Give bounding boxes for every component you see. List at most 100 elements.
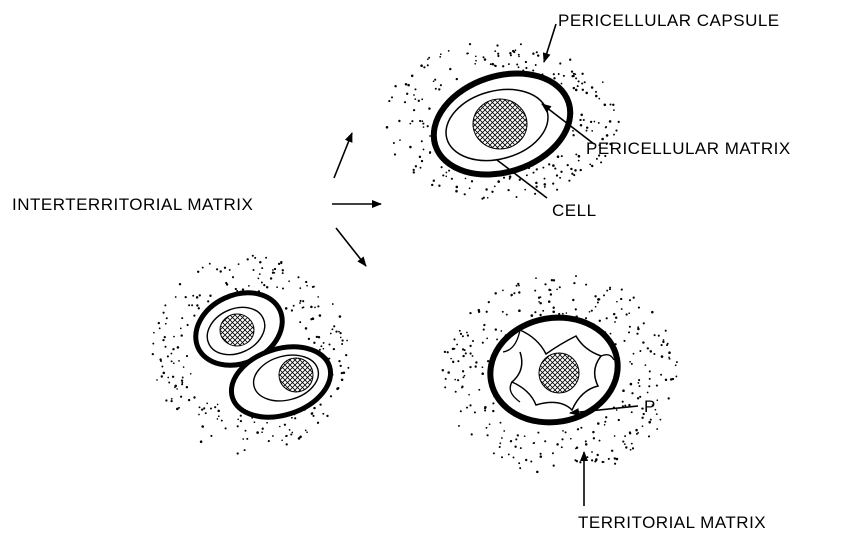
stipple-dot (200, 440, 203, 443)
stipple-dot (653, 353, 655, 355)
stipple-dot (518, 54, 520, 56)
stipple-dot (237, 452, 239, 454)
stipple-dot (484, 406, 487, 409)
stipple-dot (434, 79, 436, 81)
stipple-dot (305, 327, 308, 330)
stipple-dot (614, 321, 616, 323)
stipple-dot (574, 459, 576, 461)
stipple-dot (502, 65, 504, 67)
stipple-dot (515, 438, 517, 440)
stipple-dot (310, 306, 313, 309)
stipple-dot (171, 398, 173, 400)
stipple-dot (613, 313, 615, 315)
stipple-dot (341, 343, 343, 345)
stipple-dot (261, 282, 263, 284)
stipple-dot (168, 382, 170, 384)
stipple-dot (198, 414, 200, 416)
stipple-dot (639, 385, 641, 387)
label-pericellular-capsule: PERICELLULAR CAPSULE (558, 11, 780, 30)
stipple-dot (254, 257, 256, 259)
stipple-dot (173, 362, 175, 364)
stipple-dot (572, 134, 574, 136)
stipple-dot (185, 296, 187, 298)
stipple-dot (491, 191, 493, 193)
stipple-dot (535, 182, 538, 185)
stipple-dot (499, 442, 501, 444)
stipple-dot (445, 378, 447, 380)
stipple-dot (606, 134, 609, 137)
stipple-dot (209, 294, 211, 296)
stipple-dot (191, 304, 193, 306)
stipple-dot (512, 50, 514, 52)
stipple-dot (544, 178, 546, 180)
stipple-dot (559, 177, 561, 179)
stipple-dot (472, 355, 474, 357)
stipple-dot (268, 440, 270, 442)
stipple-dot (454, 379, 456, 381)
stipple-dot (196, 304, 198, 306)
stipple-dot (586, 456, 588, 458)
label-pericellular-matrix: PERICELLULAR MATRIX (586, 139, 791, 158)
stipple-dot (481, 198, 483, 200)
stipple-dot (398, 120, 400, 122)
stipple-dot (311, 412, 313, 414)
stipple-dot (589, 163, 591, 165)
stipple-dot (552, 164, 555, 167)
stipple-dot (308, 338, 310, 340)
stipple-dot (210, 407, 212, 409)
stipple-dot (633, 353, 635, 355)
stipple-dot (554, 168, 556, 170)
stipple-dot (506, 314, 508, 316)
stipple-dot (615, 130, 617, 132)
stipple-dot (454, 348, 456, 350)
stipple-dot (519, 467, 521, 469)
stipple-dot (578, 160, 580, 162)
stipple-dot (286, 443, 288, 445)
stipple-dot (421, 160, 423, 162)
stipple-dot (654, 334, 656, 336)
stipple-dot (232, 276, 234, 278)
stipple-dot (422, 123, 424, 125)
stipple-dot (163, 312, 165, 314)
stipple-dot (188, 304, 190, 306)
stipple-dot (330, 395, 332, 397)
stipple-dot (221, 420, 223, 422)
stipple-dot (612, 104, 614, 106)
chondron-top (421, 57, 584, 192)
stipple-dot (580, 169, 582, 171)
stipple-dot (394, 153, 396, 155)
stipple-dot (535, 64, 537, 66)
stipple-dot (488, 301, 490, 303)
stipple-dot (253, 269, 255, 271)
stipple-dot (159, 327, 161, 329)
stipple-dot (563, 75, 565, 77)
stipple-dot (571, 173, 573, 175)
stipple-dot (466, 407, 468, 409)
stipple-dot (484, 58, 487, 61)
stipple-dot (187, 324, 189, 326)
stipple-dot (258, 278, 260, 280)
stipple-dot (535, 277, 537, 279)
stipple-dot (205, 412, 207, 414)
stipple-dot (456, 344, 458, 346)
stipple-dot (164, 346, 166, 348)
stipple-dot (485, 188, 487, 190)
stipple-dot (581, 82, 583, 84)
stipple-dot (651, 311, 654, 314)
stipple-dot (153, 332, 155, 334)
stipple-dot (591, 459, 593, 461)
stipple-dot (628, 331, 630, 333)
stipple-dot (621, 308, 623, 310)
stipple-dot (343, 372, 346, 375)
stipple-dot (492, 402, 494, 404)
stipple-dot (537, 54, 539, 56)
stipple-dot (462, 335, 464, 337)
stipple-dot (393, 142, 395, 144)
stipple-dot (578, 80, 580, 82)
stipple-dot (320, 345, 322, 347)
stipple-dot (613, 134, 615, 136)
stipple-dot (556, 443, 559, 446)
stipple-dot (459, 330, 461, 332)
stipple-dot (510, 440, 512, 442)
stipple-dot (483, 324, 485, 326)
